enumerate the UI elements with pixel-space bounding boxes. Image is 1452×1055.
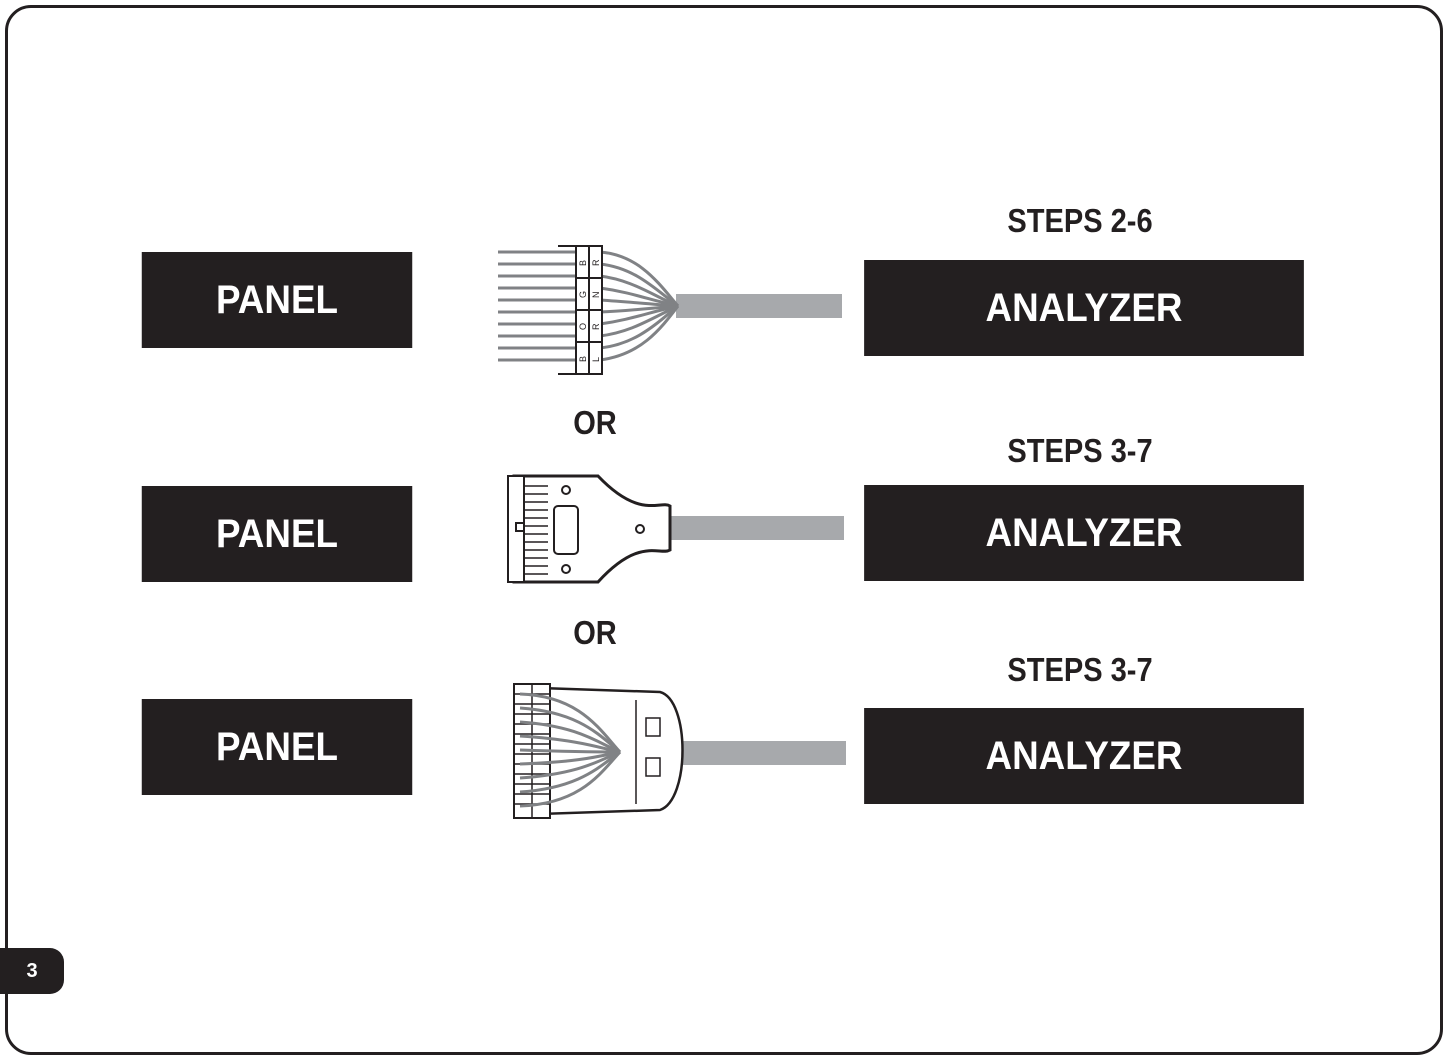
analyzer-box-3: ANALYZER — [864, 708, 1304, 804]
pin-label: R — [591, 259, 601, 266]
analyzer-label-2: ANALYZER — [985, 510, 1183, 555]
pin-label: N — [591, 292, 601, 299]
or-separator-1: OR — [573, 404, 617, 441]
analyzer-label-3: ANALYZER — [985, 733, 1183, 778]
or-separator-2: OR — [573, 614, 617, 651]
pin-label: B — [578, 260, 588, 266]
pin-label: B — [578, 356, 588, 362]
steps-label-1: STEPS 2-6 — [1007, 202, 1153, 239]
cable-3 — [668, 741, 846, 765]
panel-label-2: PANEL — [215, 511, 338, 556]
panel-box-3: PANEL — [141, 699, 413, 795]
cable-1 — [676, 294, 842, 318]
pin-label: O — [578, 323, 588, 330]
wire-harness-connector-icon: B R G N O R B L — [498, 245, 842, 375]
analyzer-label-1: ANALYZER — [985, 285, 1183, 330]
panel-box-1: PANEL — [141, 252, 413, 348]
page-number: 3 — [26, 959, 38, 982]
panel-box-2: PANEL — [141, 486, 413, 582]
pin-label: R — [591, 323, 601, 330]
molded-plug-connector-icon — [507, 474, 844, 584]
panel-label-1: PANEL — [215, 277, 338, 322]
cable-2 — [668, 516, 844, 540]
page-number-tab: 3 — [0, 948, 64, 994]
multi-pin-housing-connector-icon — [513, 683, 846, 819]
pin-label: G — [578, 291, 588, 298]
analyzer-box-1: ANALYZER — [864, 260, 1304, 356]
analyzer-box-2: ANALYZER — [864, 485, 1304, 581]
steps-label-3: STEPS 3-7 — [1007, 651, 1153, 688]
panel-label-3: PANEL — [215, 724, 338, 769]
steps-label-2: STEPS 3-7 — [1007, 432, 1153, 469]
pin-label: L — [591, 357, 601, 362]
